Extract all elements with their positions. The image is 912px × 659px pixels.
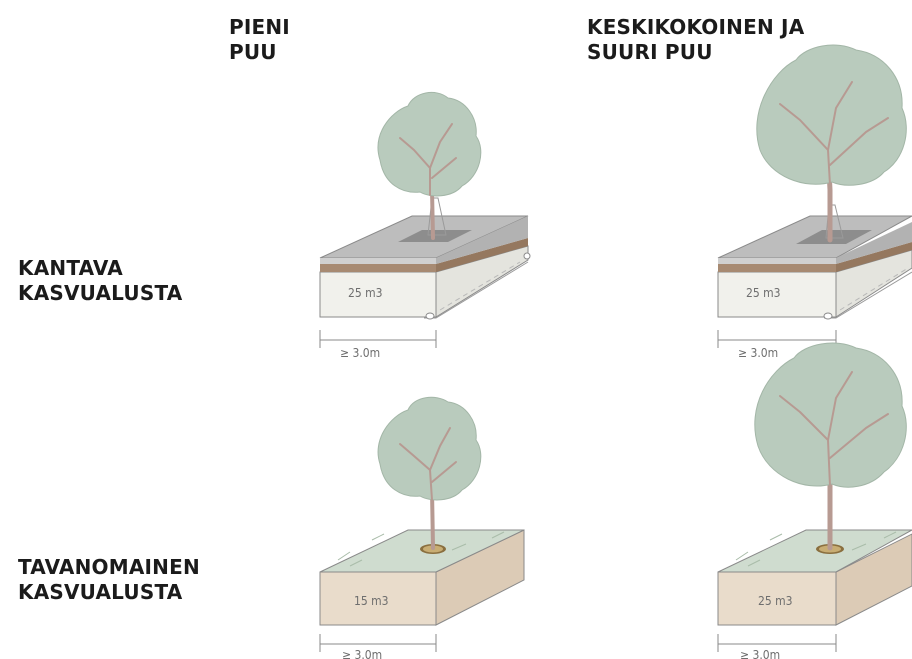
row-header-structural-soil-line1: KANTAVA [18,256,123,280]
row-header-structural-soil: KANTAVA KASVUALUSTA [18,256,182,306]
row-header-normal-soil-line2: KASVUALUSTA [18,580,183,604]
row-header-normal-soil-line1: TAVANOMAINEN [18,555,200,579]
column-header-small-tree-line1: PIENI [229,15,290,39]
column-header-large-tree: KESKIKOKOINEN JA SUURI PUU [587,15,804,65]
column-header-large-tree-line2: SUURI PUU [587,40,713,64]
cell-structural-small-width-label: ≥ 3.0m [340,346,380,360]
cell-structural-large-volume-label: 25 m3 [746,286,781,300]
cell-normal-large-volume-label: 25 m3 [758,594,793,608]
cell-structural-small-volume-label: 25 m3 [348,286,383,300]
cell-normal-small-width-label: ≥ 3.0m [342,648,382,659]
column-header-small-tree-line2: PUU [229,40,277,64]
row-header-normal-soil: TAVANOMAINEN KASVUALUSTA [18,555,200,605]
structural-soil-small-tree-cell: 25 m3 ≥ 3.0m [319,91,531,360]
dimension-line [319,330,437,348]
dimension-line [717,634,837,652]
normal-soil-large-tree-cell: 25 m3 ≥ 3.0m [717,342,912,659]
cell-normal-large-width-label: ≥ 3.0m [740,648,780,659]
normal-soil-small-tree-cell: 15 m3 ≥ 3.0m [319,396,525,659]
column-header-large-tree-line1: KESKIKOKOINEN JA [587,15,805,39]
dimension-line [319,634,437,652]
cell-structural-large-width-label: ≥ 3.0m [738,346,778,360]
structural-soil-large-tree-cell: 25 m3 ≥ 3.0m [717,44,912,360]
cell-normal-small-volume-label: 15 m3 [354,594,389,608]
row-header-structural-soil-line2: KASVUALUSTA [18,281,183,305]
column-header-small-tree: PIENI PUU [229,15,290,65]
